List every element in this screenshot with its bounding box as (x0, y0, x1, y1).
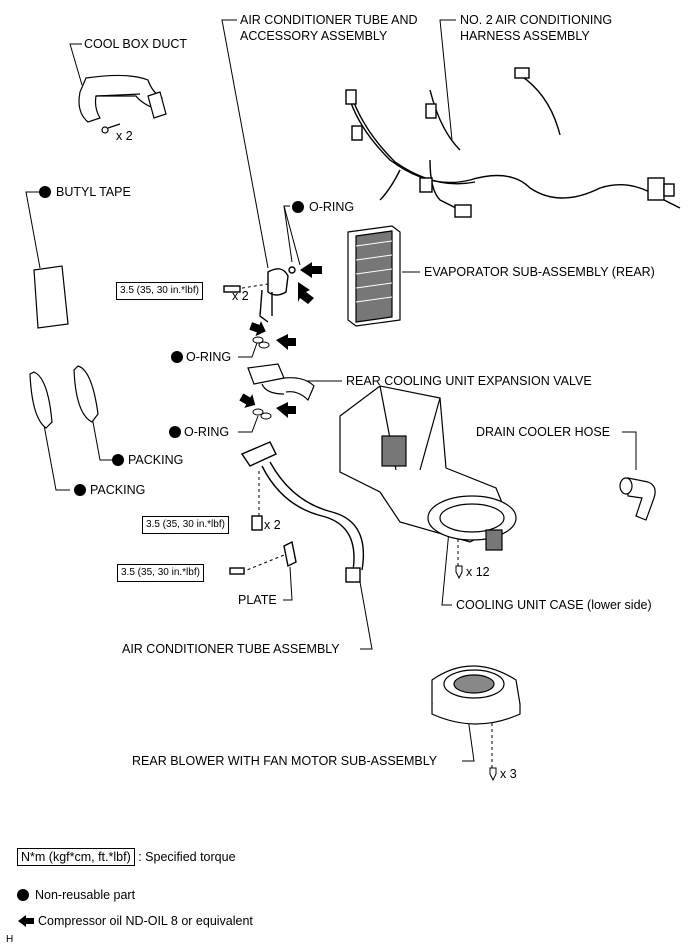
torque-box-3: 3.5 (35, 30 in.*lbf) (117, 564, 204, 582)
label-case-screws-qty: x 12 (466, 565, 490, 579)
ac-tube-accessory-drawing (223, 266, 296, 323)
leader-drain-hose (622, 431, 637, 470)
label-harness-2: HARNESS ASSEMBLY (460, 29, 590, 43)
legend-arrow-icon (18, 915, 34, 927)
label-ac-tube-accessory-1: AIR CONDITIONER TUBE AND (240, 13, 418, 27)
legend-torque-box: N*m (kgf*cm, ft.*lbf) (17, 848, 135, 866)
leader-cool-box-duct (69, 43, 83, 86)
label-butyl-tape: BUTYL TAPE (56, 185, 131, 199)
label-drain-cooler-hose: DRAIN COOLER HOSE (476, 425, 611, 439)
label-ac-tube-accessory-2: ACCESSORY ASSEMBLY (240, 29, 388, 43)
nonreusable-dots (17, 186, 304, 901)
corner-mark: H (6, 934, 14, 945)
leader-harness (439, 19, 456, 141)
legend-nonreusable: Non-reusable part (35, 888, 136, 902)
label-tube-bolt-top-qty: x 2 (232, 289, 249, 303)
label-ac-tube-assembly: AIR CONDITIONER TUBE ASSEMBLY (122, 642, 340, 656)
leader-packing-2 (43, 424, 70, 491)
leader-case (441, 519, 452, 606)
label-duct-screws-qty: x 2 (116, 129, 133, 143)
legend-torque-text: : Specified torque (138, 850, 236, 864)
label-o-ring-1: O-RING (309, 200, 355, 214)
dash-bolt-1 (235, 283, 269, 290)
leader-o-ring-1b (283, 205, 301, 266)
cooling-unit-case-drawing (339, 385, 517, 551)
label-rear-blower: REAR BLOWER WITH FAN MOTOR SUB-ASSEMBLY (132, 754, 438, 768)
torque-box-2: 3.5 (35, 30 in.*lbf) (142, 516, 229, 534)
leader-o-ring-2 (238, 339, 259, 358)
label-evaporator: EVAPORATOR SUB-ASSEMBLY (REAR) (424, 265, 655, 279)
label-expansion-valve: REAR COOLING UNIT EXPANSION VALVE (346, 374, 592, 388)
evaporator-drawing (347, 225, 401, 327)
screws (455, 565, 497, 782)
oil-arrows (239, 262, 322, 418)
label-o-ring-3: O-RING (184, 425, 230, 439)
harness-drawing (345, 67, 681, 218)
rear-blower-drawing (431, 665, 521, 725)
leader-blower (462, 717, 475, 762)
dash-bolt-3 (241, 554, 285, 573)
o-ring-small (252, 336, 272, 420)
legend-torque: N*m (kgf*cm, ft.*lbf) : Specified torque (17, 848, 236, 866)
leader-butyl-tape (25, 191, 41, 269)
leader-o-ring-1 (283, 205, 293, 263)
drain-cooler-hose-drawing (619, 477, 656, 521)
torque-box-1: 3.5 (35, 30 in.*lbf) (116, 282, 203, 300)
leader-ac-tube-accessory (221, 19, 269, 269)
legend-oil: Compressor oil ND-OIL 8 or equivalent (38, 914, 253, 928)
label-plate: PLATE (238, 593, 277, 607)
label-tube-bolt-mid-qty: x 2 (264, 518, 281, 532)
label-harness-1: NO. 2 AIR CONDITIONING (460, 13, 613, 27)
label-cooling-unit-case: COOLING UNIT CASE (lower side) (456, 598, 652, 612)
cool-box-duct-drawing (78, 74, 167, 134)
label-packing-1: PACKING (128, 453, 184, 467)
expansion-valve-drawing (247, 363, 315, 402)
leader-ac-tube (359, 581, 373, 650)
butyl-tape-drawing (33, 265, 69, 329)
label-cool-box-duct: COOL BOX DUCT (84, 37, 188, 51)
leader-o-ring-3 (238, 415, 259, 433)
label-packing-2: PACKING (90, 483, 146, 497)
ac-tube-assembly-drawing (229, 441, 364, 583)
label-blower-screws-qty: x 3 (500, 767, 517, 781)
leader-plate (283, 566, 293, 601)
label-o-ring-2: O-RING (186, 350, 232, 364)
packing-drawings (29, 365, 99, 429)
